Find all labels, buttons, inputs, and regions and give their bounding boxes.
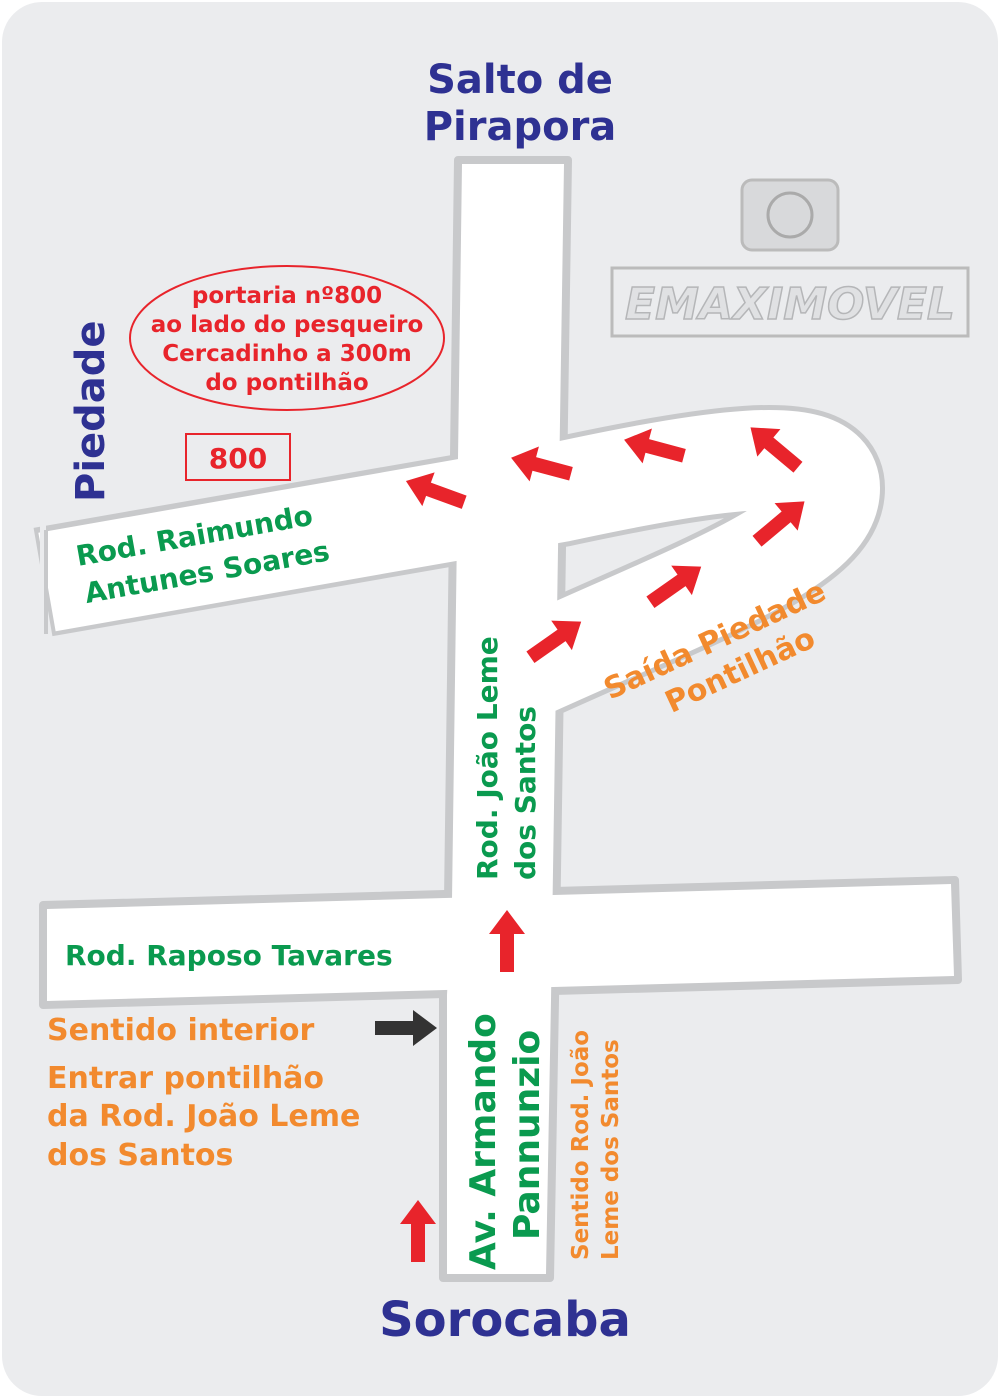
note-entrar-line2: da Rod. João Leme — [47, 1099, 360, 1134]
marker-800: 800 — [209, 442, 267, 475]
note-sentido-joao-line2: Leme dos Santos — [598, 1039, 624, 1260]
callout-line: Cercadinho a 300m — [162, 341, 411, 367]
city-salto-line1: Salto de — [427, 57, 613, 103]
road-raimundo-loop — [38, 410, 881, 718]
note-entrar-line1: Entrar pontilhão — [47, 1061, 324, 1096]
city-salto-line2: Pirapora — [424, 104, 617, 150]
note-sentido-joao-line1: Sentido Rod. João — [568, 1030, 594, 1260]
logo-icon — [766, 191, 814, 239]
label-joao-line2: dos Santos — [509, 706, 542, 880]
marker-800-box — [185, 433, 291, 481]
watermark-brand: EMAXIMOVEL — [625, 279, 955, 330]
watermark: EMAXIMOVEL — [610, 178, 970, 338]
callout-line: do pontilhão — [205, 370, 368, 396]
city-sorocaba: Sorocaba — [379, 1292, 631, 1348]
road-joao-leme-armando — [447, 164, 564, 1274]
city-piedade: Piedade — [68, 320, 114, 502]
label-armando-line2: Pannunzio — [507, 1030, 548, 1240]
callout-ellipse — [129, 265, 445, 411]
note-sentido-interior: Sentido interior — [47, 1013, 314, 1048]
note-entrar-line3: dos Santos — [47, 1138, 233, 1173]
label-raposo: Rod. Raposo Tavares — [65, 939, 393, 972]
label-joao-line1: Rod. João Leme — [471, 636, 504, 880]
callout-line: ao lado do pesqueiro — [151, 312, 424, 338]
callout-line: portaria nº800 — [192, 283, 382, 309]
label-armando-line1: Av. Armando — [463, 1013, 504, 1270]
